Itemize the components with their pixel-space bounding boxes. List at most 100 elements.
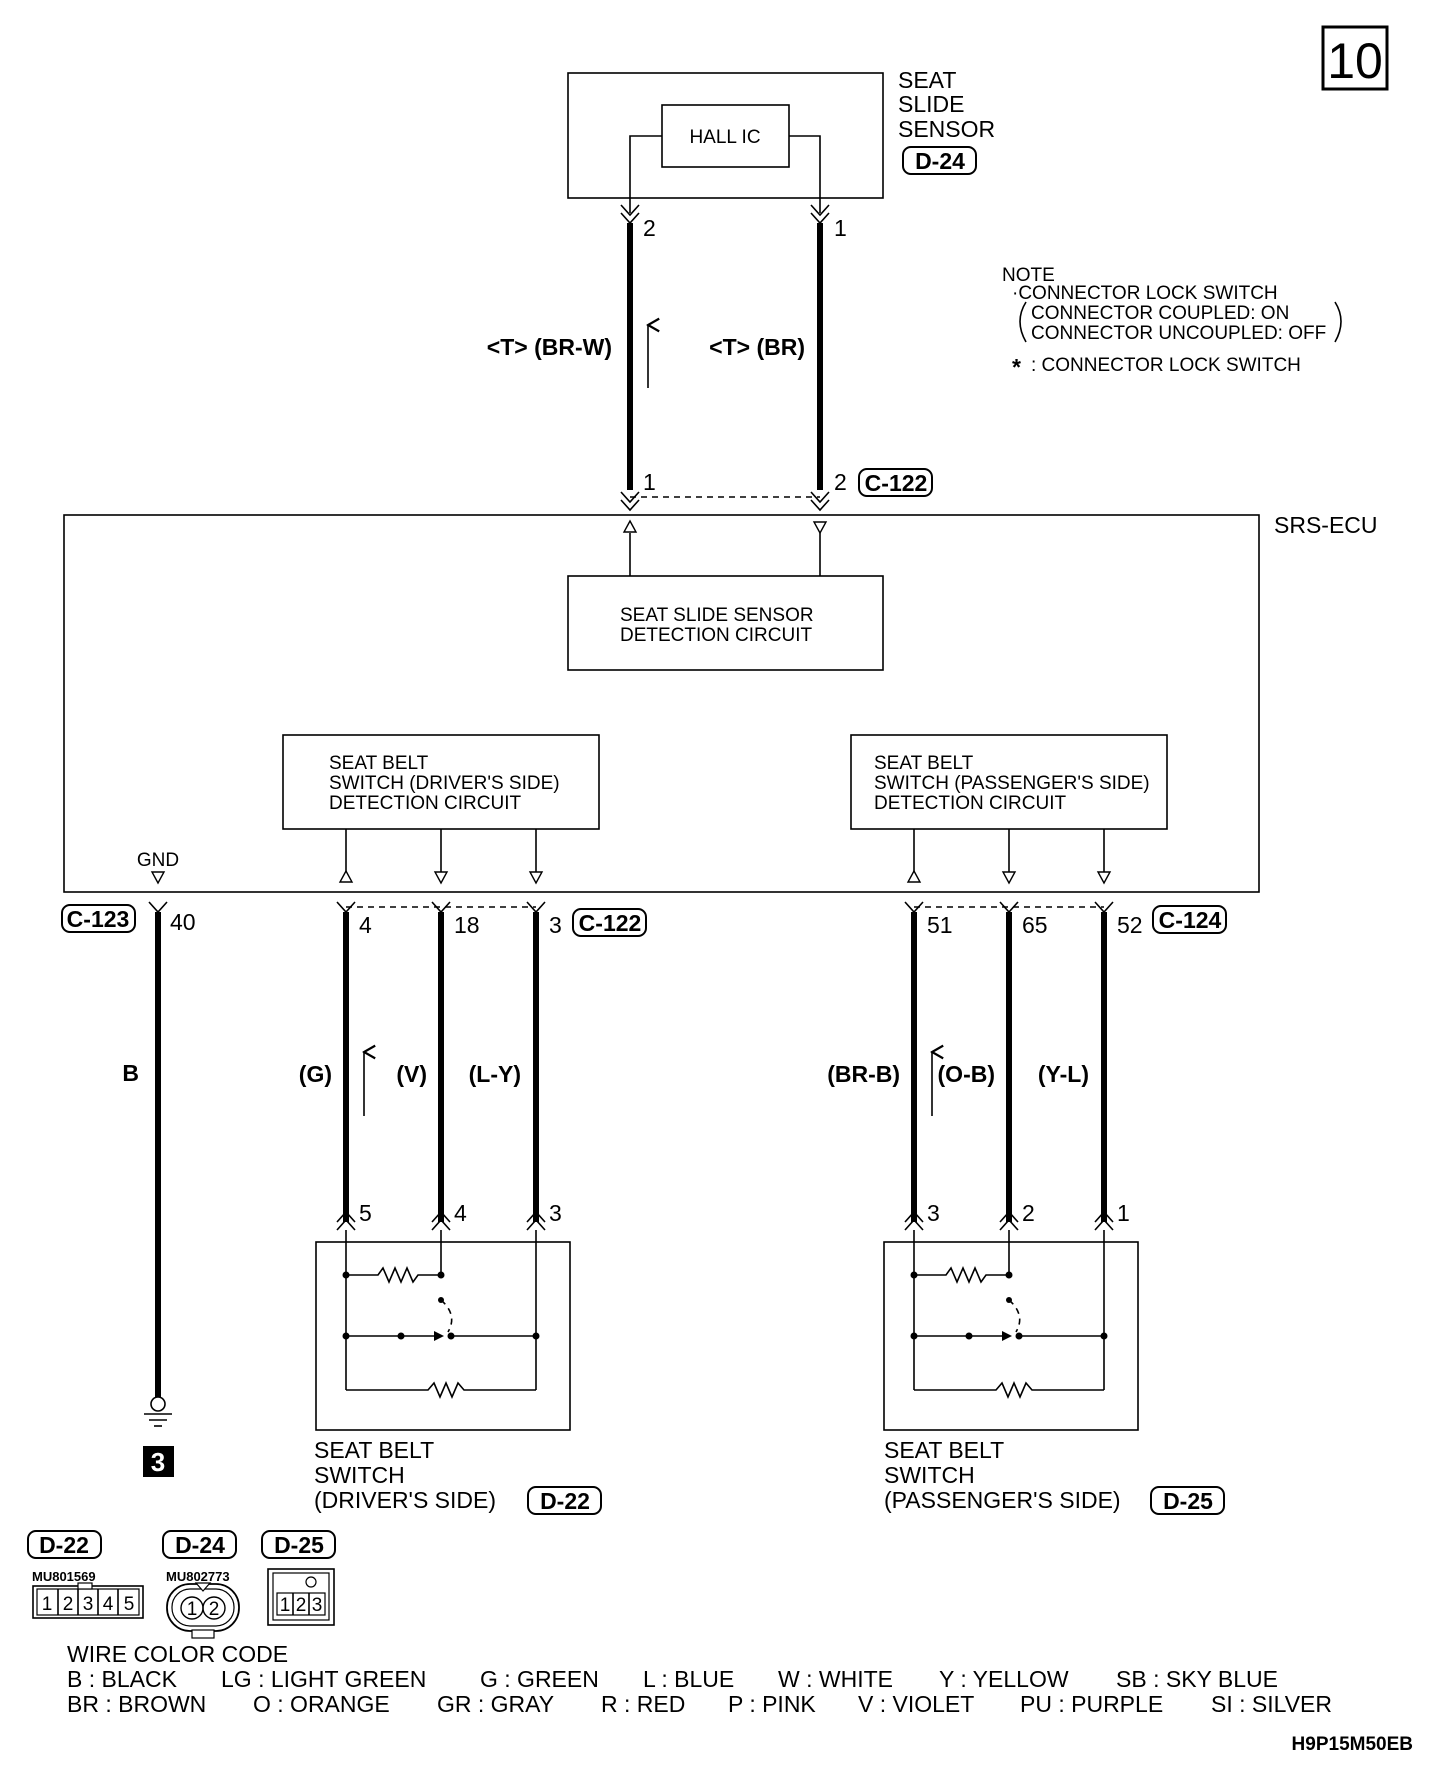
note-line-2: CONNECTOR COUPLED: ON [1031, 303, 1289, 324]
ecu-top-pin-left: 1 [643, 469, 656, 495]
connector-tag-c-122-driver-text: C-122 [579, 910, 642, 936]
d25-pin-3: 3 [312, 1595, 323, 1616]
wire-label-g: (G) [299, 1061, 332, 1087]
connector-view-d-22-id: D-22 [39, 1532, 89, 1558]
note-star-line: : CONNECTOR LOCK SWITCH [1031, 355, 1301, 376]
wire-color-code-title: WIRE COLOR CODE [67, 1641, 288, 1667]
connector-tag-c-123-text: C-123 [67, 906, 130, 932]
wire-color-si: SI : SILVER [1211, 1691, 1332, 1717]
note-heading: NOTE [1002, 265, 1055, 286]
driver-title-line-1: SEAT BELT [314, 1437, 434, 1463]
sensor-title-line-1: SEAT [898, 67, 956, 93]
wire-color-o: O : ORANGE [253, 1691, 390, 1717]
wire-label-br-w: <T> (BR-W) [487, 334, 612, 360]
connector-tag-c-124-text: C-124 [1159, 907, 1222, 933]
slide-circuit-line-2: DETECTION CIRCUIT [620, 625, 813, 646]
ecu-top-pin-right: 2 [834, 469, 847, 495]
passenger-title-line-2: SWITCH [884, 1462, 975, 1488]
sensor-pin-right: 1 [834, 215, 847, 241]
connector-view-d-24-id: D-24 [175, 1532, 225, 1558]
ground-pin: 40 [170, 909, 196, 935]
d25-pin-1: 1 [280, 1595, 291, 1616]
sensor-title-line-3: SENSOR [898, 116, 995, 142]
wire-color-l: L : BLUE [643, 1666, 734, 1692]
wire-color-br: BR : BROWN [67, 1691, 206, 1717]
wire-color-w: W : WHITE [778, 1666, 893, 1692]
connector-tag-d-24: D-24 [902, 146, 977, 175]
wire-label-y-l: (Y-L) [1038, 1061, 1089, 1087]
passenger-circuit-line-1: SEAT BELT [874, 753, 974, 774]
srs-ecu: SRS-ECU SEAT SLIDE SENSOR DETECTION CIRC… [63, 512, 1378, 893]
d22-pin-2: 2 [63, 1594, 74, 1615]
connector-tag-d-24-text: D-24 [915, 148, 965, 174]
wire-label-v: (V) [396, 1061, 427, 1087]
passenger-wires: 51 65 52 C-124 (BR-B) (O-B) (Y-L) 3 2 1 [827, 901, 1227, 1231]
driver-switch-pin-2: 4 [454, 1200, 467, 1226]
wire-color-lg: LG : LIGHT GREEN [221, 1666, 426, 1692]
slide-circuit-line-1: SEAT SLIDE SENSOR [620, 605, 814, 626]
d22-pin-1: 1 [42, 1594, 53, 1615]
passenger-circuit-line-3: DETECTION CIRCUIT [874, 793, 1067, 814]
driver-ecu-pin-1: 4 [359, 912, 372, 938]
connector-tag-c-123: C-123 [61, 904, 136, 933]
note-line-3: CONNECTOR UNCOUPLED: OFF [1031, 323, 1326, 344]
connector-tag-c-122-top: C-122 [858, 468, 933, 497]
ground-circuit: C-123 40 B 3 [61, 901, 196, 1477]
connector-tag-c-122-driver: C-122 [572, 908, 647, 937]
wire-color-code: WIRE COLOR CODE B : BLACK LG : LIGHT GRE… [67, 1641, 1332, 1717]
ecu-label: SRS-ECU [1274, 512, 1378, 538]
gnd-label: GND [137, 850, 179, 871]
wire-label-br-b: (BR-B) [827, 1061, 900, 1087]
wire-color-y: Y : YELLOW [939, 1666, 1069, 1692]
passenger-ecu-pin-3: 52 [1117, 912, 1143, 938]
d25-pin-2: 2 [296, 1595, 307, 1616]
connector-view-d-25-id: D-25 [274, 1532, 324, 1558]
d24-pin-1: 1 [187, 1599, 198, 1620]
connector-tag-d-25-text: D-25 [1163, 1488, 1213, 1514]
wire-color-v: V : VIOLET [858, 1691, 974, 1717]
driver-circuit-line-3: DETECTION CIRCUIT [329, 793, 522, 814]
passenger-title-line-1: SEAT BELT [884, 1437, 1004, 1463]
connector-view-d-22-part: MU801569 [32, 1569, 96, 1584]
hall-ic-label: HALL IC [689, 127, 760, 148]
passenger-ecu-pin-1: 51 [927, 912, 953, 938]
driver-title-line-2: SWITCH [314, 1462, 405, 1488]
wire-color-r: R : RED [601, 1691, 685, 1717]
wire-color-b: B : BLACK [67, 1666, 178, 1692]
note-block: NOTE ·CONNECTOR LOCK SWITCH CONNECTOR CO… [1002, 265, 1342, 380]
wire-color-p: P : PINK [728, 1691, 816, 1717]
passenger-switch-pin-2: 2 [1022, 1200, 1035, 1226]
driver-ecu-pin-3: 3 [549, 912, 562, 938]
passenger-switch-pin-3: 1 [1117, 1200, 1130, 1226]
sensor-wires: 2 1 <T> (BR-W) <T> (BR) 1 2 C-122 [487, 204, 933, 512]
passenger-ecu-pin-2: 65 [1022, 912, 1048, 938]
connector-view-d-24: D-24 MU802773 1 2 [162, 1530, 240, 1639]
connector-tag-d-22-text: D-22 [540, 1488, 590, 1514]
connector-tag-c-122-top-text: C-122 [865, 470, 928, 496]
driver-switch-pin-1: 5 [359, 1200, 372, 1226]
driver-switch-pin-3: 3 [549, 1200, 562, 1226]
driver-seat-belt-switch: SEAT BELT SWITCH (DRIVER'S SIDE) D-22 [314, 1230, 602, 1515]
driver-ecu-pin-2: 18 [454, 912, 480, 938]
driver-title-line-3: (DRIVER'S SIDE) [314, 1487, 496, 1513]
connector-view-d-24-part: MU802773 [166, 1569, 230, 1584]
wire-color-gr: GR : GRAY [437, 1691, 554, 1717]
wire-label-o-b: (O-B) [938, 1061, 995, 1087]
figure-code: H9P15M50EB [1292, 1734, 1413, 1755]
d22-pin-5: 5 [124, 1594, 135, 1615]
d22-pin-4: 4 [103, 1594, 114, 1615]
sensor-title-line-2: SLIDE [898, 91, 964, 117]
page-number-badge: 10 [1321, 25, 1389, 91]
d24-pin-2: 2 [209, 1599, 220, 1620]
connector-view-d-25: D-25 1 2 3 [261, 1530, 336, 1626]
driver-circuit-line-2: SWITCH (DRIVER'S SIDE) [329, 773, 560, 794]
connector-view-d-22: D-22 MU801569 1 2 3 4 5 [27, 1530, 144, 1619]
star-icon: * [1012, 354, 1021, 380]
note-line-1: ·CONNECTOR LOCK SWITCH [1012, 283, 1278, 304]
wire-color-pu: PU : PURPLE [1020, 1691, 1163, 1717]
wire-label-l-y: (L-Y) [469, 1061, 521, 1087]
ground-badge: 3 [151, 1447, 165, 1477]
wire-label-br: <T> (BR) [709, 334, 805, 360]
connector-tag-c-124: C-124 [1152, 905, 1227, 934]
